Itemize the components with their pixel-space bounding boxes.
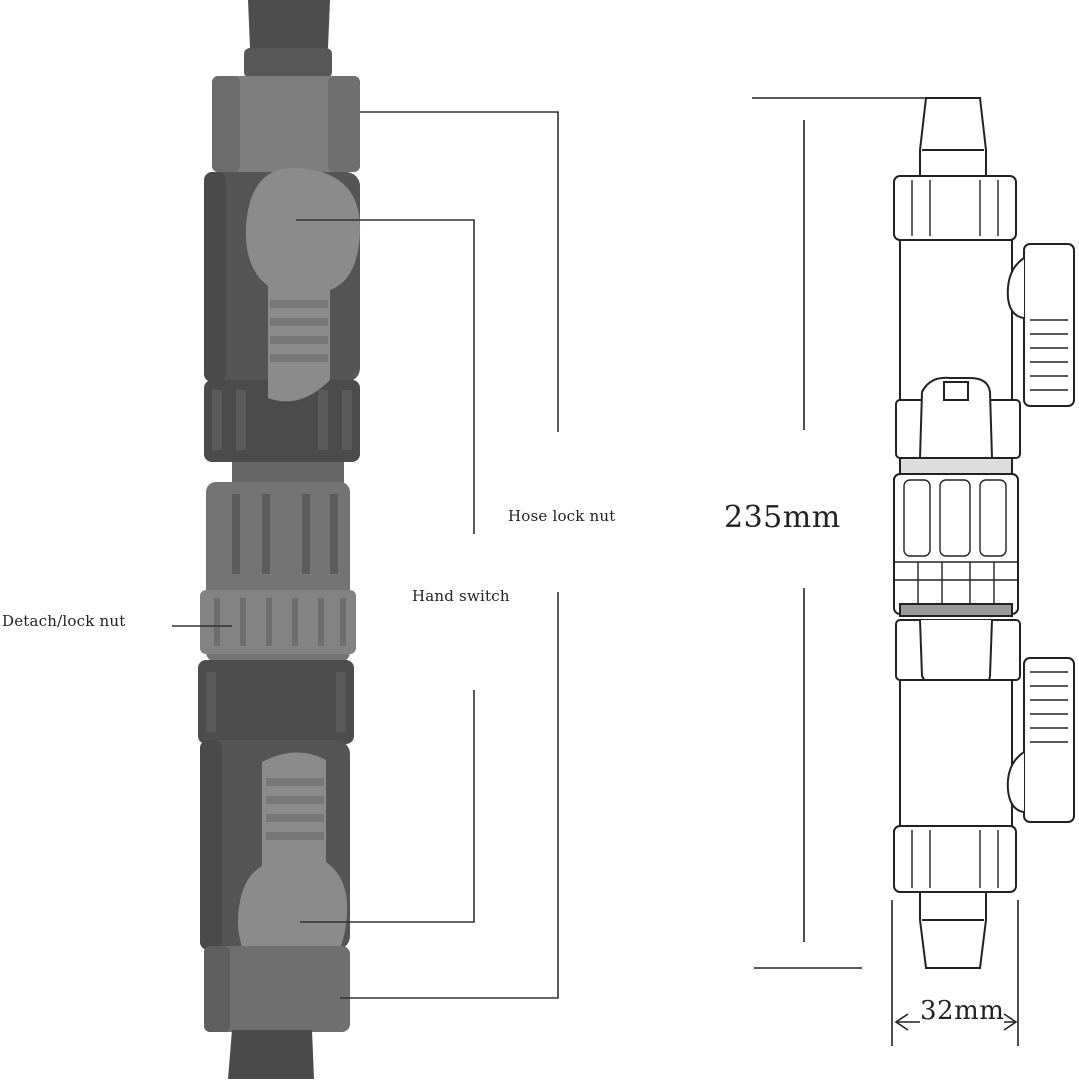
line-detach-nut-slots [894,479,1018,612]
valve-render [198,0,361,1079]
length-dimension-label: 235mm [724,500,841,535]
bottom-hose [228,1030,314,1079]
detach-nut-ring [200,590,356,654]
upper-body-shade [204,172,226,382]
lower-collar-ribs [206,672,346,732]
hand-switch-leader-bottom [300,690,475,923]
line-top-nut-ribs [911,180,999,236]
hose-lock-nut-leader-bottom [340,592,559,999]
dimension-lines [752,97,1019,1046]
hand-switch-leader [296,219,475,534]
top-hose-lock-nut [212,76,360,172]
hand-switch-label: Hand switch [412,587,510,605]
line-lower-switch [1023,657,1075,823]
line-lower-body [899,679,1013,831]
callout-lines [172,111,559,999]
bottom-hose-lock-nut [204,946,350,1032]
line-upper-switch-grip [1030,319,1068,391]
top-nut-shade-right [328,76,360,172]
line-top-barb [919,97,987,179]
detach-nut-ring-ribs [214,598,346,646]
upper-collar-ribs [212,390,352,450]
detach-nut-slots [232,494,338,574]
top-barb [244,48,332,78]
lower-collar [198,660,354,744]
width-dimension-label: 32mm [920,996,1005,1026]
lower-body-shade [200,740,222,950]
upper-switch-grip [270,300,328,362]
top-hose [248,0,330,53]
line-middle-band [899,457,1013,475]
top-nut-shade [212,76,240,172]
hose-lock-nut-leader [360,111,559,432]
line-lower-switch-grip [1030,671,1068,743]
lower-switch-grip [266,778,324,840]
hose-lock-nut-label: Hose lock nut [508,507,616,525]
line-bottom-nut-ribs [911,830,999,888]
valve-line-drawing [893,97,1075,969]
middle-neck [232,462,344,484]
line-bottom-barb [919,891,987,969]
bottom-nut-shade [204,946,230,1032]
line-upper-switch [1023,243,1075,407]
detach-lock-nut-label: Detach/lock nut [2,612,126,630]
